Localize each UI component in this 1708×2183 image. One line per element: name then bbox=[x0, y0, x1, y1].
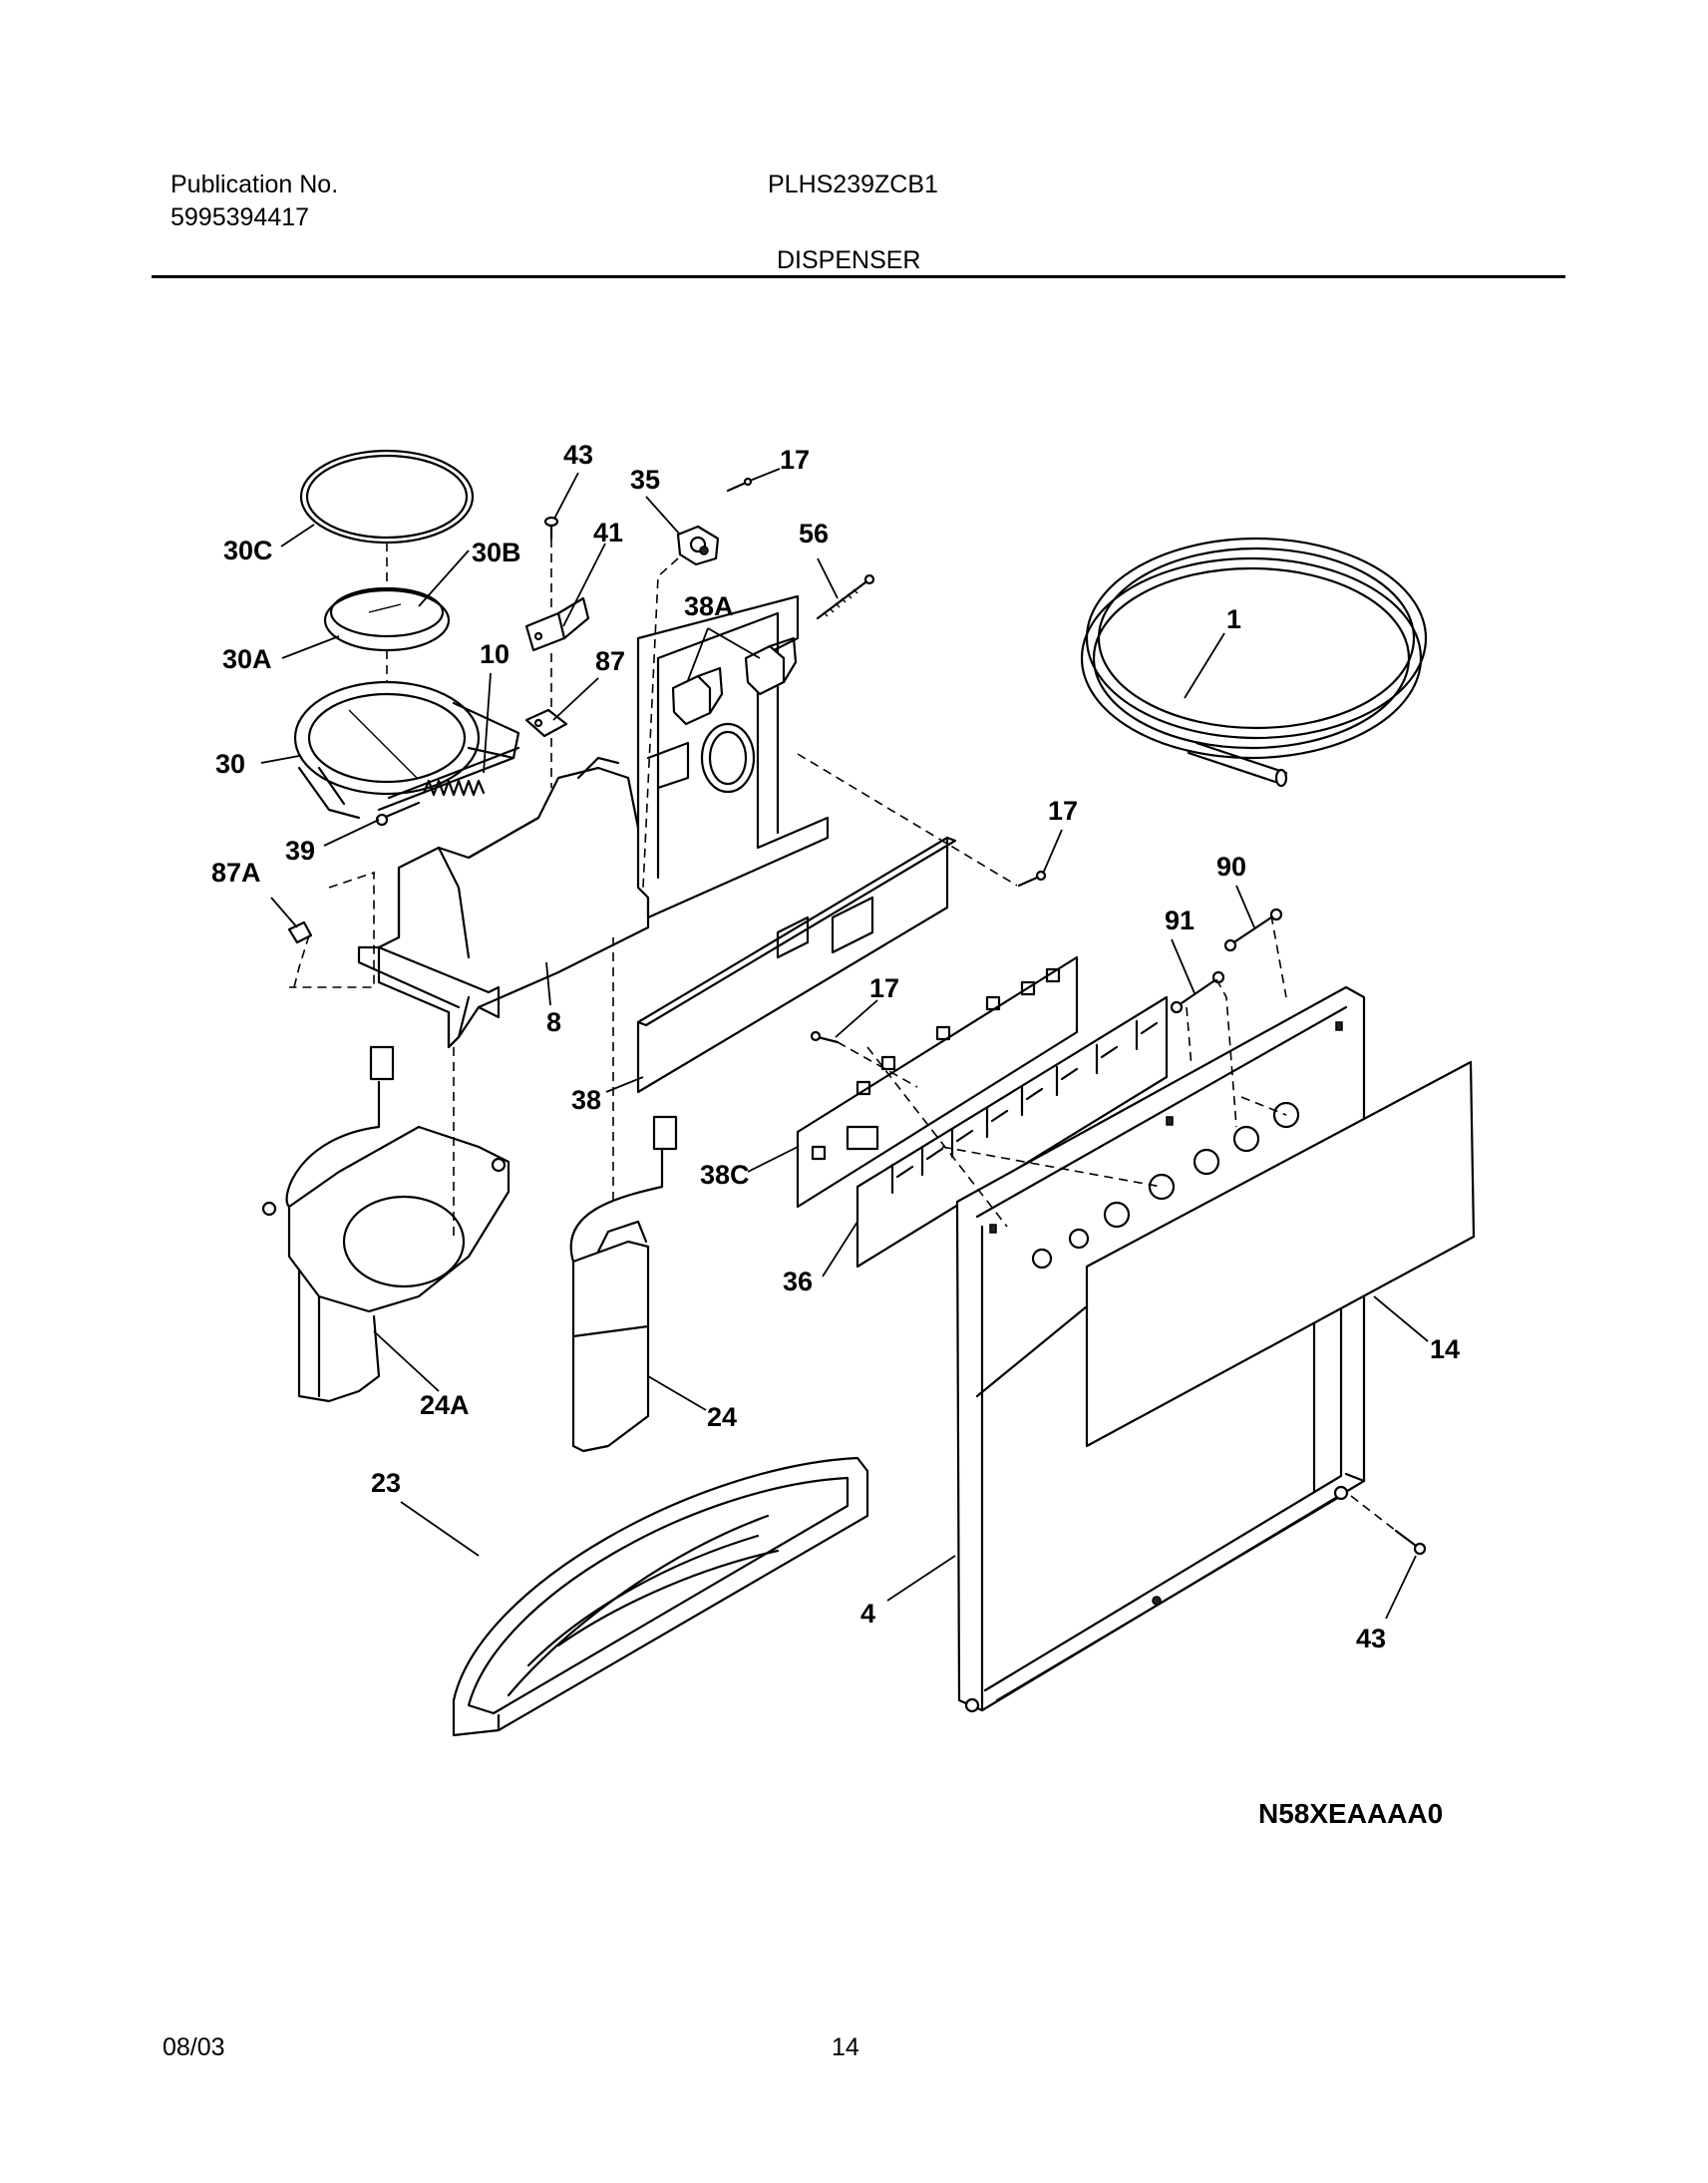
callout-30b: 30B bbox=[472, 538, 521, 567]
part-38a-actuators bbox=[671, 636, 798, 726]
callout-30c: 30C bbox=[223, 536, 273, 565]
part-36-levers bbox=[855, 995, 1169, 1269]
callout-17-mid: 17 bbox=[869, 973, 899, 1003]
callout-23: 23 bbox=[371, 1468, 401, 1498]
callout-30a: 30A bbox=[222, 644, 272, 674]
part-23-drip-tray bbox=[452, 1456, 869, 1737]
part-43-screw-top bbox=[543, 516, 559, 541]
diagram-code: N58XEAAAA0 bbox=[1258, 1798, 1443, 1829]
part-10-spring bbox=[422, 779, 486, 797]
callout-41: 41 bbox=[593, 518, 623, 547]
callout-1: 1 bbox=[1226, 604, 1241, 634]
callout-10: 10 bbox=[480, 639, 510, 669]
callout-56: 56 bbox=[799, 519, 829, 548]
part-housing-frame bbox=[636, 594, 830, 919]
callout-87: 87 bbox=[595, 646, 625, 676]
callout-14: 14 bbox=[1430, 1334, 1460, 1364]
part-30b-lid bbox=[323, 586, 451, 652]
callout-24a: 24A bbox=[420, 1390, 470, 1420]
part-17-screw-top bbox=[726, 477, 753, 493]
callout-43-top: 43 bbox=[563, 440, 593, 470]
callout-38c: 38C bbox=[700, 1160, 750, 1190]
part-30c-ring bbox=[299, 449, 475, 545]
part-91-pin bbox=[1170, 970, 1225, 1014]
part-24a-ice-chute bbox=[261, 1045, 511, 1403]
part-24-water-tube bbox=[569, 1115, 678, 1453]
callout-17-right: 17 bbox=[1048, 796, 1078, 826]
callout-39: 39 bbox=[285, 836, 315, 866]
part-38c-button-board bbox=[796, 955, 1079, 1209]
callout-labels: 30C 30B 30A 30 10 39 87A 8 43 41 87 35 1… bbox=[211, 440, 1460, 1829]
part-43-screw-bottom bbox=[1394, 1529, 1427, 1556]
callout-8: 8 bbox=[546, 1007, 561, 1037]
callout-30: 30 bbox=[215, 749, 245, 779]
part-90-pin bbox=[1223, 908, 1283, 952]
part-35-switch bbox=[676, 525, 720, 566]
callout-38a: 38A bbox=[684, 591, 734, 621]
part-8-housing bbox=[357, 756, 650, 1049]
callout-4: 4 bbox=[860, 1599, 875, 1629]
part-30-housing bbox=[293, 680, 520, 820]
part-17-screw-mid bbox=[810, 1030, 840, 1044]
callout-38: 38 bbox=[571, 1085, 601, 1115]
callout-17-top: 17 bbox=[780, 445, 810, 475]
part-56-screw bbox=[816, 573, 875, 620]
part-14-panel bbox=[975, 1060, 1476, 1448]
alignment-lines bbox=[289, 539, 1397, 1532]
callout-90: 90 bbox=[1216, 852, 1246, 882]
leader-lines bbox=[260, 468, 1429, 1620]
part-38-control-board bbox=[636, 836, 957, 1094]
callout-24: 24 bbox=[707, 1402, 737, 1432]
publication-number: 5995394417 bbox=[171, 203, 310, 231]
part-41-clip bbox=[524, 596, 590, 652]
part-39-pin bbox=[375, 801, 421, 827]
model-number: PLHS239ZCB1 bbox=[768, 171, 938, 198]
header-rule bbox=[152, 275, 1565, 278]
callout-35: 35 bbox=[630, 465, 660, 495]
callout-87a: 87A bbox=[211, 858, 261, 888]
callout-43-bottom: 43 bbox=[1356, 1624, 1386, 1653]
part-87a-clip bbox=[287, 920, 313, 944]
part-17-screw-right bbox=[1017, 870, 1047, 888]
publication-label: Publication No. bbox=[171, 171, 339, 198]
footer-date: 08/03 bbox=[163, 2033, 225, 2061]
callout-36: 36 bbox=[783, 1267, 813, 1296]
callout-91: 91 bbox=[1165, 906, 1195, 935]
section-title: DISPENSER bbox=[777, 246, 921, 274]
part-1-tubing bbox=[1080, 537, 1428, 788]
footer-page-number: 14 bbox=[832, 2033, 859, 2061]
